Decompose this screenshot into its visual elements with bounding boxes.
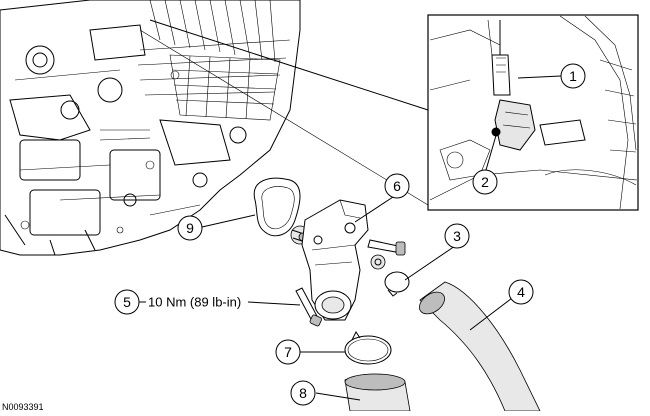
callout-3: 3 — [444, 223, 470, 249]
figure-code: N0093391 — [2, 402, 44, 411]
torque-spec-label: 10 Nm (89 lb-in) — [148, 295, 241, 310]
callout-8: 8 — [290, 380, 316, 406]
bolt-6 — [367, 239, 406, 256]
callout-2-label: 2 — [481, 174, 489, 190]
thermostat-housing — [301, 199, 369, 321]
callout-1: 1 — [560, 63, 586, 89]
lower-hose-8 — [344, 373, 411, 412]
callout-8-label: 8 — [299, 385, 307, 401]
callout-6-label: 6 — [393, 178, 401, 194]
detail-inset — [427, 14, 639, 211]
callout-9: 9 — [177, 215, 203, 241]
callout-4-label: 4 — [517, 284, 525, 300]
callout-9-label: 9 — [186, 220, 194, 236]
engine-block — [0, 0, 301, 256]
callout-3-label: 3 — [453, 228, 461, 244]
callout-7-label: 7 — [284, 344, 292, 360]
callout-5: 5 10 Nm (89 lb-in) — [114, 289, 241, 315]
callout-2: 2 — [472, 169, 498, 195]
callout-4: 4 — [508, 279, 534, 305]
callout-6: 6 — [384, 173, 410, 199]
hose-clamp-7 — [344, 331, 392, 365]
gasket-9 — [253, 177, 301, 237]
inset-leader-lines — [139, 19, 429, 206]
callout-5-label: 5 — [123, 294, 131, 310]
bolt-5-lower — [295, 287, 322, 327]
callout-leaders — [201, 75, 562, 401]
callout-1-label: 1 — [569, 68, 577, 84]
bolt-5-mid — [370, 254, 386, 270]
callout-7: 7 — [275, 339, 301, 365]
hose-clamp-3 — [384, 271, 410, 297]
